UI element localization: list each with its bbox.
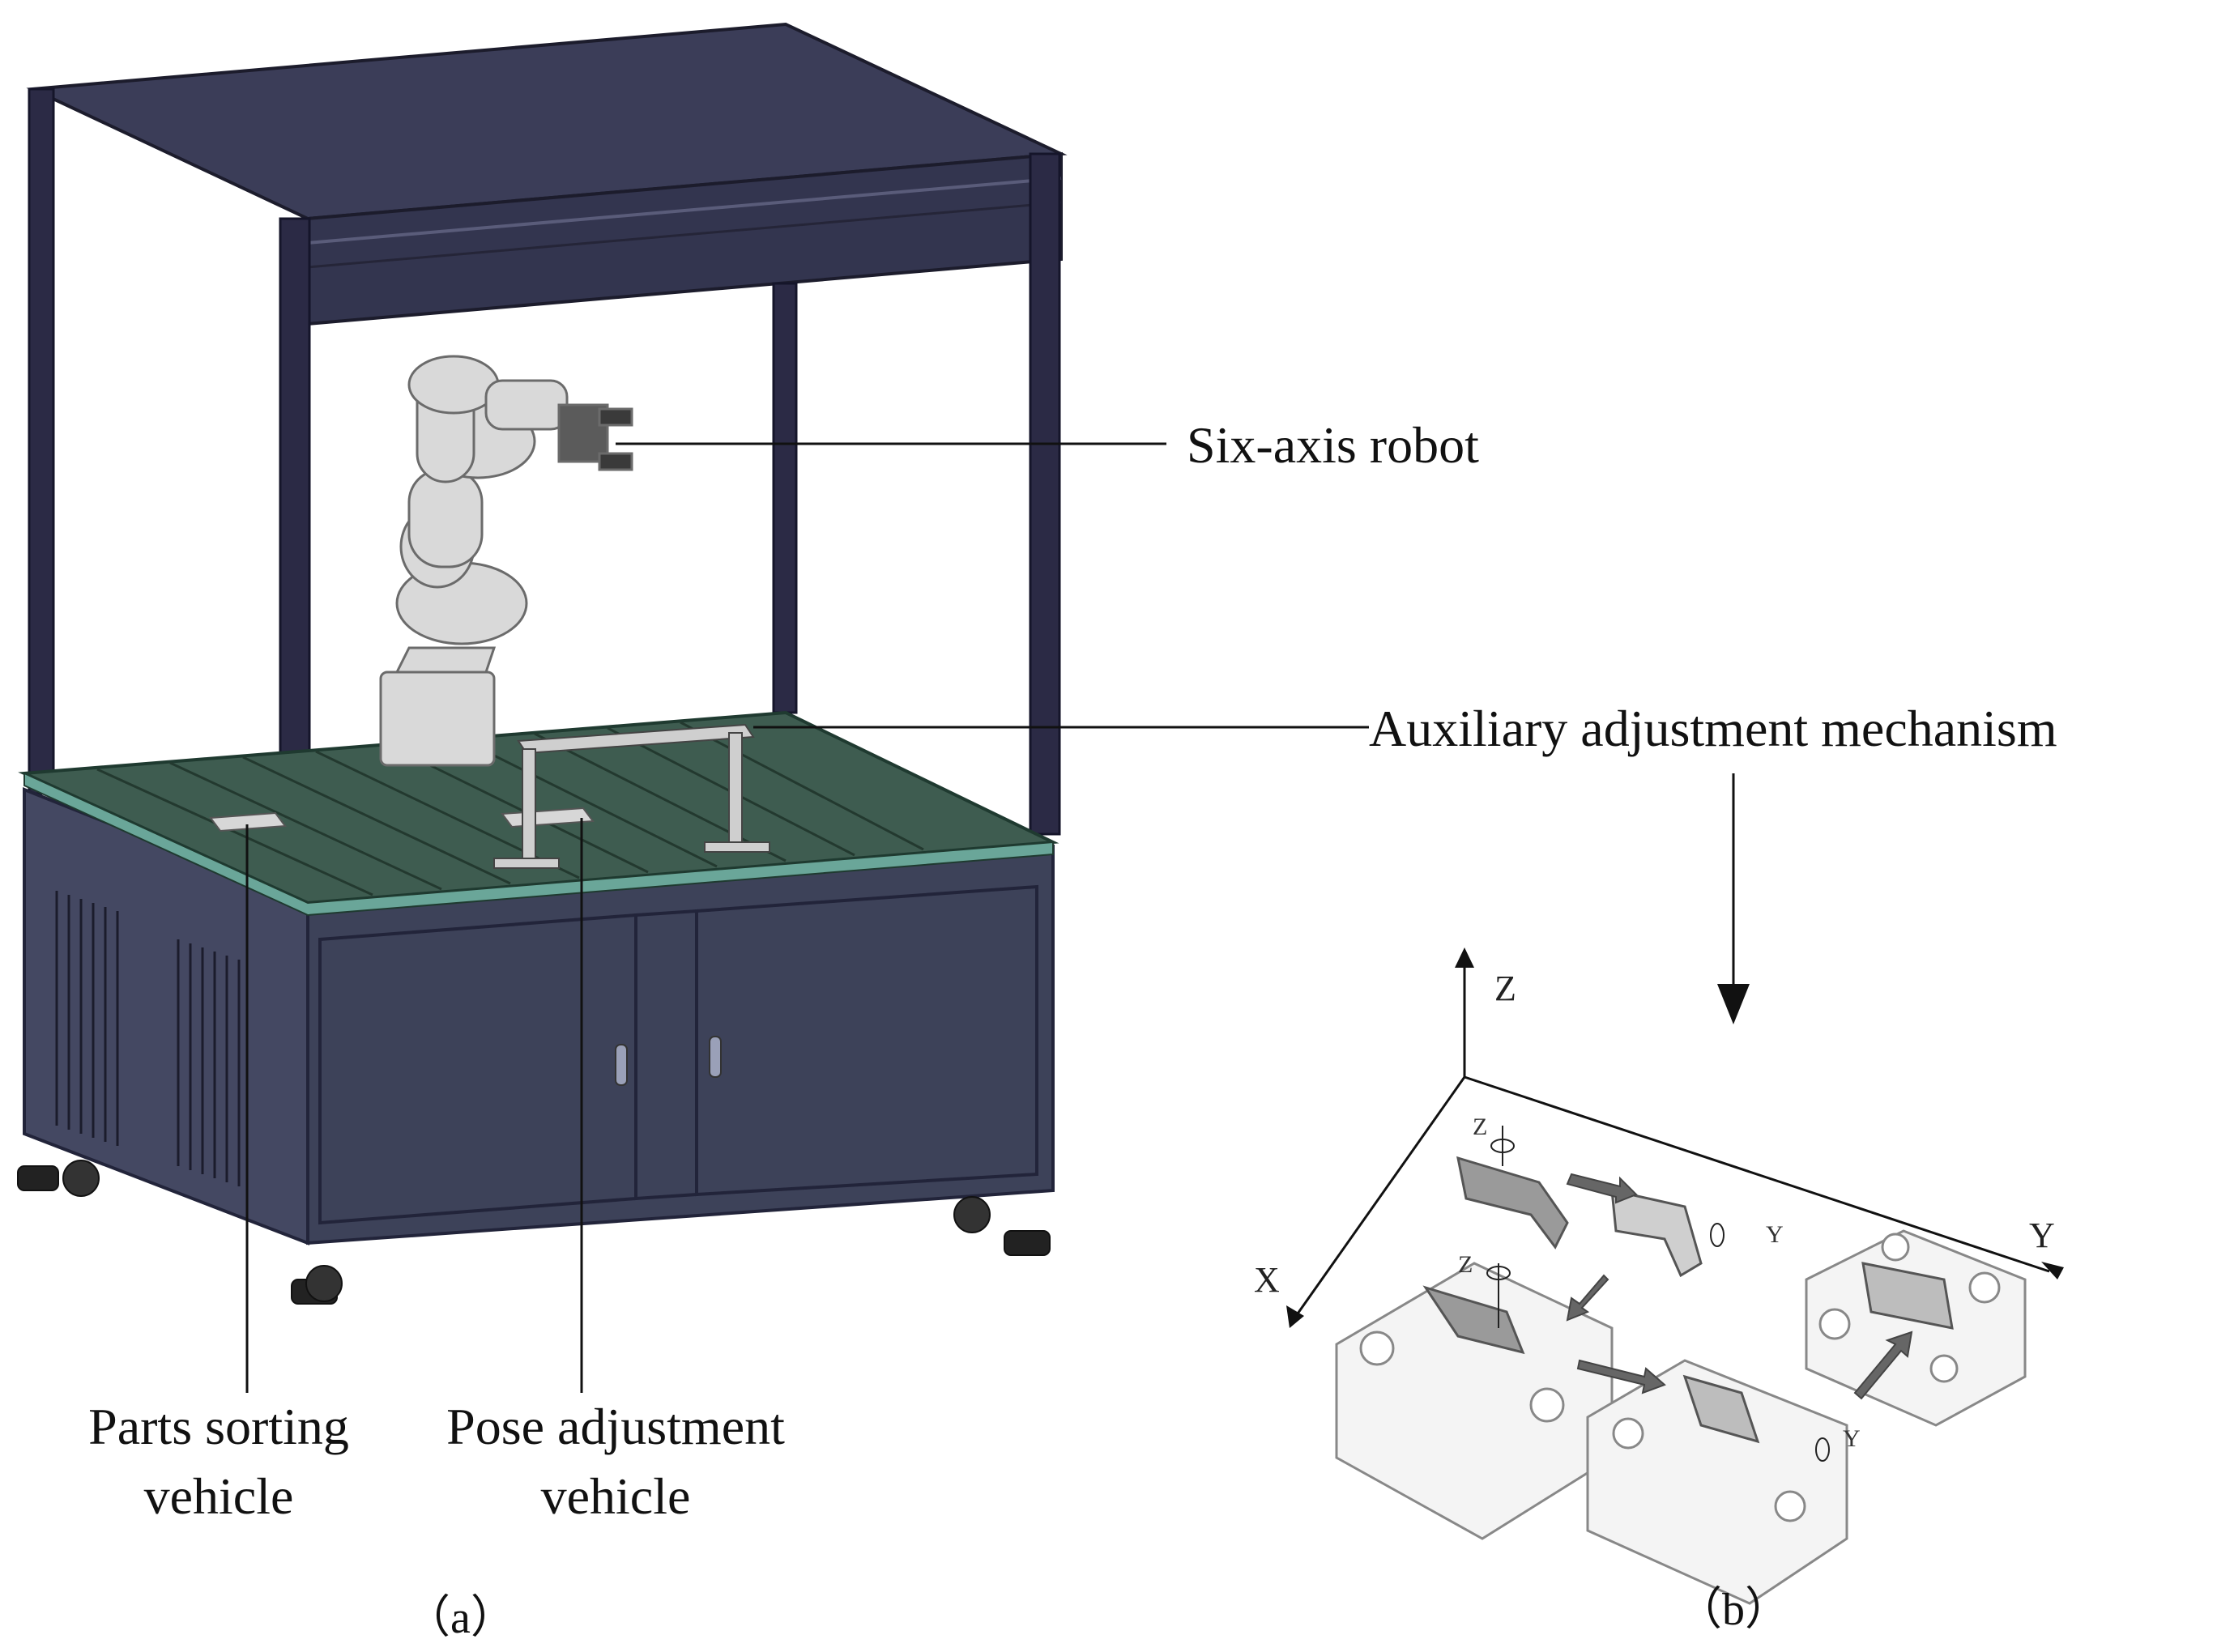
table-top-edge [23,772,1054,917]
label-auxiliary-adjustment-mechanism: Auxiliary adjustment mechanism [1369,700,2057,757]
cabinet-doors [318,884,1038,1225]
frame-post-front-right [1029,152,1061,836]
auxiliary-mechanism-gantry [493,723,770,869]
label-six-axis-robot: Six-axis robot [1187,416,1479,474]
part-axis-z1: Z [1473,1113,1488,1140]
label-parts-sorting-vehicle: Parts sorting vehicle [49,1401,389,1522]
part-axis-y2: Y [1843,1425,1861,1452]
axis-label-y: Y [2029,1216,2055,1255]
frame-post-back-right [772,282,798,714]
label-pose-adjustment-vehicle: Pose adjustment vehicle [405,1401,826,1522]
label-pose-adjustment-line1: Pose adjustment [446,1398,785,1455]
axis-label-z: Z [1494,969,1516,1008]
leader-lines [245,442,1735,1393]
part-axis-y1: Y [1766,1221,1784,1248]
mechanism-detail [1286,947,2064,1605]
side-vent-grilles [55,891,241,1186]
door-handle-right [709,1036,722,1078]
door-handle-left [615,1044,628,1086]
label-parts-sorting-line2: vehicle [143,1467,294,1525]
workstation-illustration [17,22,1068,1305]
frame-post-back-left [28,87,55,795]
label-parts-sorting-line1: Parts sorting [88,1398,349,1455]
arrow-down-head [1717,984,1750,1024]
table-slots [96,721,924,896]
six-axis-robot [379,355,633,767]
label-pose-adjustment-line2: vehicle [540,1467,691,1525]
panel-label-b: （b） [1677,1585,1790,1635]
panel-label-a: （a） [405,1593,516,1643]
casters [17,1160,1051,1305]
parts-sorting-vehicle [209,811,287,832]
axis-label-x: X [1254,1260,1280,1300]
part-axis-z2: Z [1458,1251,1473,1278]
